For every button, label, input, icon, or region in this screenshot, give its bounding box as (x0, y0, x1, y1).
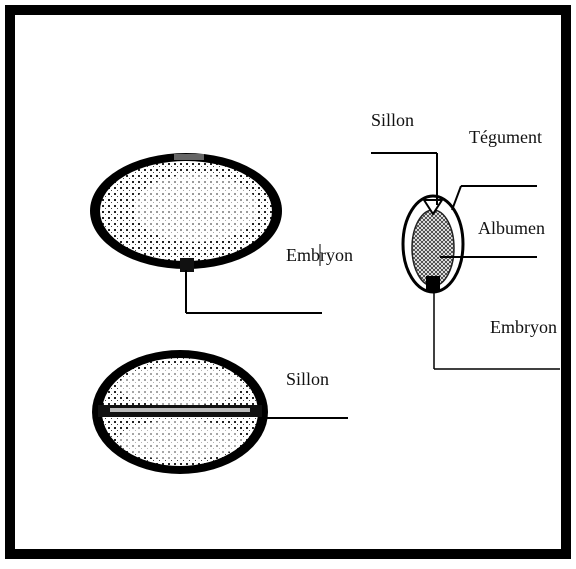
label-tegument: Tégument (469, 127, 542, 147)
grain-cross-section (403, 196, 463, 292)
label-sillon-left: Sillon (286, 369, 329, 389)
grain-side-view (90, 153, 282, 272)
frame-border (10, 10, 566, 554)
label-embryon-right: Embryon (490, 317, 557, 337)
leader-tegument-diag (452, 186, 461, 210)
grain-ventral-view (92, 350, 268, 474)
label-albumen: Albumen (478, 218, 545, 238)
label-sillon-right: Sillon (371, 110, 414, 130)
